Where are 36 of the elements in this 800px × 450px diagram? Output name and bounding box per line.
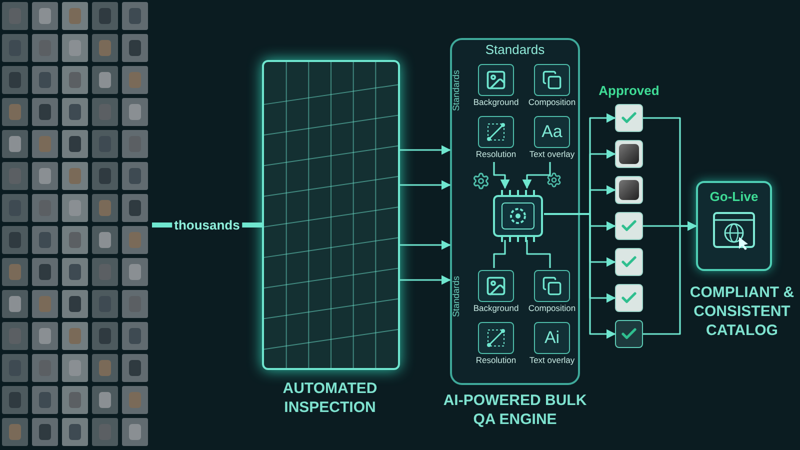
inspection-grid-panel: [262, 60, 400, 370]
approved-tile: [615, 212, 643, 240]
engine-panel: [450, 38, 580, 385]
node-label: AI-POWERED BULK QA ENGINE: [442, 392, 588, 430]
vertical-label: Standards: [452, 276, 461, 318]
glyph-icon: Ai: [544, 325, 560, 351]
node-label: COMPLIANT & CONSISTENT CATALOG: [688, 284, 796, 340]
column-heading: Approved: [598, 84, 660, 97]
standard-label: Composition: [528, 98, 576, 106]
connector-arrow: [400, 275, 451, 285]
approved-tile: [615, 248, 643, 276]
node-label: AUTOMATED INSPECTION: [282, 380, 378, 418]
connector-arrow: [493, 162, 510, 189]
glyph-icon: Aa: [542, 119, 562, 145]
panel-heading: Standards: [484, 43, 546, 56]
connector-arrow: [643, 221, 697, 335]
approved-tile: [615, 284, 643, 312]
connector-arrow: [400, 180, 451, 190]
panel-heading: Go-Live: [710, 188, 758, 206]
standard-label: Text overlay: [529, 150, 575, 158]
product-thumbnail: [615, 176, 643, 204]
standard-label: Text overlay: [529, 356, 575, 364]
connector-arrow: [522, 162, 551, 189]
connector-arrow: [400, 145, 451, 155]
processor-chip-icon: [490, 190, 546, 242]
vertical-label: Standards: [452, 70, 461, 112]
standard-label: Resolution: [476, 150, 516, 158]
approved-tile: [615, 320, 643, 348]
standard-label: Background: [473, 304, 519, 312]
standard-label: Resolution: [476, 356, 516, 364]
approved-tile: [615, 104, 643, 132]
standard-label: Composition: [528, 304, 576, 312]
go-live-panel: [696, 181, 772, 271]
product-thumbnail: [615, 140, 643, 168]
connector-arrow: [400, 240, 451, 250]
standard-label: Background: [473, 98, 519, 106]
